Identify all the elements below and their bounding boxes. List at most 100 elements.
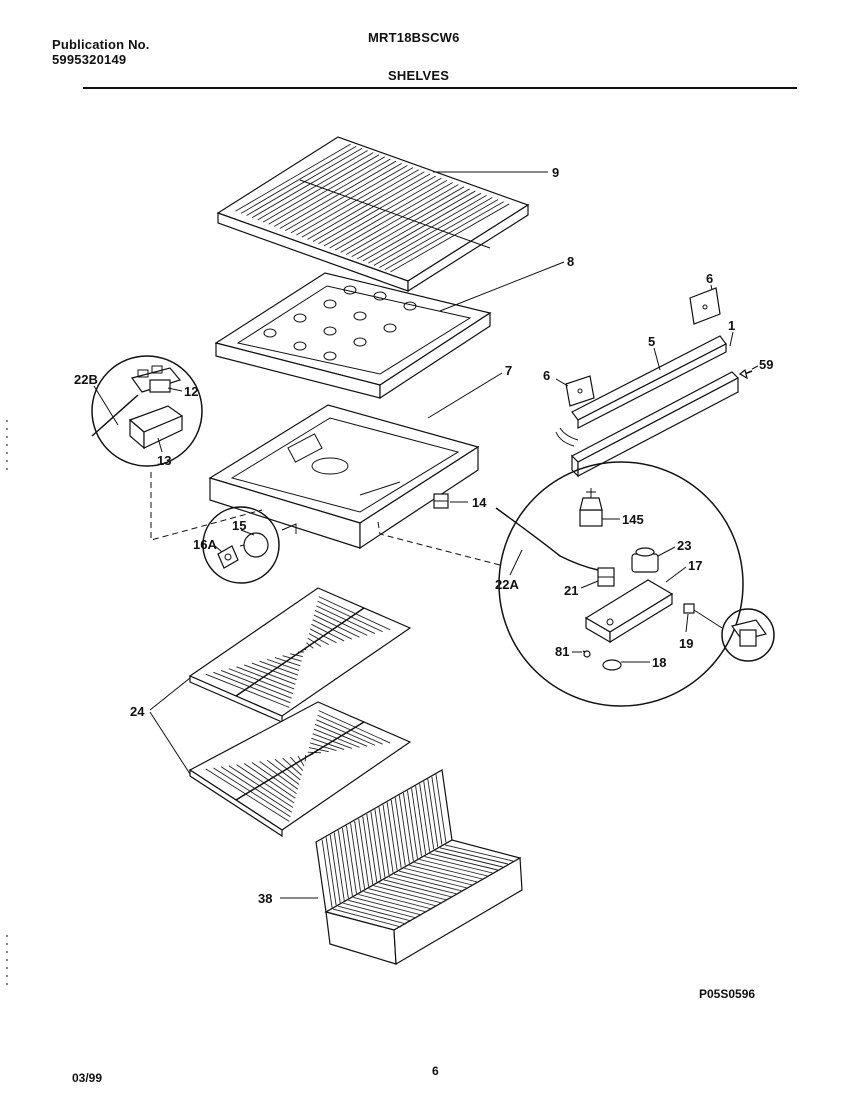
leader-24-lower (149, 711, 191, 775)
publication-number: 5995320149 (52, 52, 127, 67)
callout-9: 9 (552, 165, 559, 180)
grill-line (205, 768, 290, 822)
grill-line (323, 177, 442, 247)
grill-line (386, 802, 398, 871)
grill-line (235, 143, 351, 212)
grill-line (334, 182, 453, 251)
grill-line (362, 192, 482, 262)
grill-line (213, 767, 291, 818)
grill-line (370, 811, 382, 880)
grill-line (419, 859, 488, 877)
bulb-link (281, 523, 297, 534)
grill-line (414, 861, 483, 880)
callout-6-lower: 6 (543, 368, 550, 383)
detail-circle-control (498, 461, 744, 707)
part-13-cover (128, 405, 184, 450)
leader-22b (93, 385, 119, 426)
frame-bump (323, 299, 337, 309)
grill-line (274, 657, 301, 667)
grill-line (348, 899, 417, 919)
dash-left-detail (150, 472, 263, 541)
grill-line (312, 173, 431, 242)
grill-line (296, 167, 414, 236)
grill-line (378, 882, 447, 901)
frame-bump (353, 311, 367, 321)
drawing-code: P05S0596 (699, 987, 756, 1001)
part-14-switch (433, 493, 449, 509)
grill-line (251, 662, 297, 681)
part-17-housing (584, 579, 674, 644)
detail-circle-left (91, 355, 203, 467)
grill-line (341, 827, 353, 897)
leader-1 (729, 331, 734, 347)
part-1-trim-strip (570, 371, 740, 478)
grill-line (251, 150, 368, 219)
grill-line (379, 199, 499, 268)
grill-line (236, 764, 295, 804)
header-rule (83, 87, 797, 89)
callout-1: 1 (728, 318, 735, 333)
grill-line (368, 888, 437, 907)
leader-17 (665, 566, 687, 583)
callout-5: 5 (648, 334, 655, 349)
grill-line (434, 850, 503, 868)
grill-line (439, 847, 508, 865)
frame-bump (323, 326, 337, 336)
grill-line (407, 790, 418, 859)
part-24-wire-shelf-lower (188, 701, 412, 838)
leader-6-lower (555, 378, 569, 387)
leader-21 (580, 580, 599, 589)
leader-22a (509, 549, 523, 576)
grill-line (268, 156, 385, 225)
grill-line (282, 655, 302, 662)
grill-line (351, 188, 470, 258)
grill-line (419, 783, 431, 852)
grill-line (393, 873, 463, 892)
grill-line (444, 844, 514, 862)
part-23-knob (631, 547, 659, 573)
part-145-lamp-socket (579, 488, 603, 527)
grill-line (257, 152, 374, 221)
part-8-cover-frame (214, 272, 492, 400)
leader-7 (427, 372, 503, 419)
grill-line (329, 834, 341, 904)
grill-line (423, 781, 435, 850)
grill-line (398, 795, 410, 864)
callout-6-upper: 6 (706, 271, 713, 286)
callout-38: 38 (258, 891, 272, 906)
part-22a-harness (495, 507, 599, 571)
link-19-detail (693, 609, 723, 629)
frame-bump (353, 337, 367, 347)
grill-line (384, 201, 504, 271)
trim-wire (555, 427, 579, 447)
leader-16a (214, 545, 223, 553)
leader-59 (751, 365, 759, 370)
switch-detail (730, 619, 768, 647)
grill-line (435, 774, 447, 843)
part-6-bracket-upper (689, 287, 721, 325)
grill-line (213, 671, 291, 704)
model-number: MRT18BSCW6 (368, 30, 460, 45)
leader-24-upper (149, 677, 191, 711)
part-21-connector (597, 567, 615, 587)
grill-line (388, 876, 458, 895)
callout-14: 14 (472, 495, 487, 510)
part-7-crisper-cover (208, 404, 480, 550)
leader-8 (439, 261, 565, 312)
leader-19 (685, 613, 689, 633)
callout-59: 59 (759, 357, 773, 372)
grill-line (267, 658, 300, 671)
grill-line (368, 194, 487, 264)
grill-line (259, 761, 299, 790)
grill-line (316, 605, 376, 634)
grill-line (318, 710, 391, 744)
leader-13 (157, 437, 163, 453)
grill-line (332, 908, 402, 928)
leader-6-upper (710, 284, 713, 291)
grill-line (346, 825, 357, 894)
grill-line (374, 809, 386, 878)
grill-line (220, 766, 292, 813)
grill-line (378, 806, 390, 876)
grill-line (409, 864, 478, 883)
callout-145: 145 (622, 512, 644, 527)
